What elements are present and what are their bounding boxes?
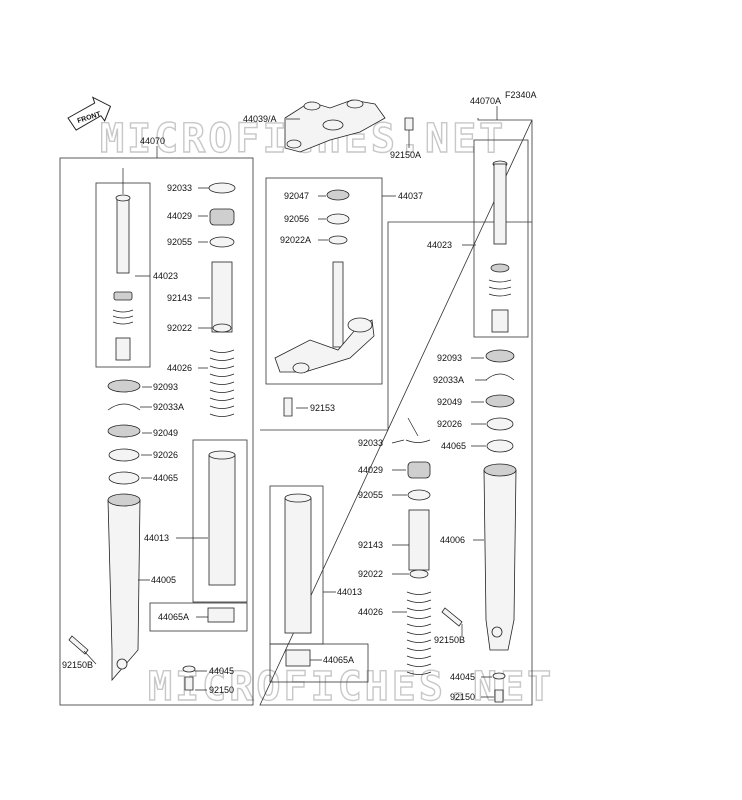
label-44065a-c: 44065A (323, 655, 354, 665)
label-92150b-l: 92150B (62, 660, 93, 670)
label-92056: 92056 (284, 214, 309, 224)
steering-stem-box (265, 177, 383, 385)
label-44045-l: 44045 (209, 666, 234, 676)
label-92049-l: 92049 (153, 428, 178, 438)
label-92150b-r: 92150B (434, 635, 465, 645)
left-fork-assembly: 44070 (59, 136, 254, 706)
label-44065a-l: 44065A (158, 612, 189, 622)
label-92026-r: 92026 (437, 419, 462, 429)
left-fork-box (59, 157, 254, 706)
diagram-id: F2340A (505, 90, 537, 100)
label-92033-l: 92033 (167, 183, 192, 193)
label-92055-l: 92055 (167, 237, 192, 247)
label-92026-l: 92026 (153, 450, 178, 460)
label-92033a-l: 92033A (153, 402, 184, 412)
label-44023-r: 44023 (427, 240, 452, 250)
right-outer-slider (483, 463, 517, 651)
label-92150a: 92150A (390, 150, 421, 160)
right-spring-icon (406, 591, 432, 675)
left-44065a-box (149, 602, 248, 632)
label-44029-l: 44029 (167, 211, 192, 221)
label-92093-l: 92093 (153, 382, 178, 392)
label-92055-c: 92055 (358, 490, 383, 500)
label-44029-c: 44029 (358, 465, 383, 475)
label-44065-r: 44065 (441, 441, 466, 451)
label-92047: 92047 (284, 191, 309, 201)
label-92150-l: 92150 (209, 685, 234, 695)
left-outer-slider (107, 493, 141, 682)
label-92033a-r: 92033A (433, 375, 464, 385)
label-92143-c: 92143 (358, 540, 383, 550)
label-44013-l: 44013 (144, 533, 169, 543)
label-92153: 92153 (310, 403, 335, 413)
label-92022-l: 92022 (167, 323, 192, 333)
label-92049-r: 92049 (437, 397, 462, 407)
bolt-92150a-icon (404, 117, 414, 131)
label-44023-l: 44023 (153, 271, 178, 281)
left-bolt-92150b-icon (68, 635, 89, 655)
label-44037: 44037 (398, 191, 423, 201)
left-inner-tube-box (192, 439, 248, 603)
label-44070a: 44070A (470, 96, 501, 106)
label-92150-r: 92150 (450, 692, 475, 702)
right-44065a-box (269, 643, 369, 683)
label-44039a: 44039/A (243, 114, 277, 124)
label-44006-r: 44006 (440, 535, 465, 545)
label-44013-c: 44013 (337, 587, 362, 597)
right-washer-44045-icon (492, 672, 506, 680)
right-bolt-92150b-icon (441, 607, 463, 627)
right-bolt-92150-icon (494, 689, 504, 703)
left-washer-44045-icon (182, 665, 196, 673)
label-44026-c: 44026 (358, 607, 383, 617)
left-spring-icon (209, 349, 235, 417)
label-92033-c: 92033 (358, 438, 383, 448)
right-fork-box (259, 118, 533, 706)
label-44026-l: 44026 (167, 363, 192, 373)
label-92093-r: 92093 (437, 353, 462, 363)
left-bolt-92150-icon (184, 676, 194, 691)
label-44065-l: 44065 (153, 473, 178, 483)
right-damper-box (473, 139, 529, 338)
bolt-92153-icon (283, 397, 293, 417)
steering-stem-assembly: 44037 92047 92056 92022A 92153 (265, 177, 423, 417)
label-92143-l: 92143 (167, 293, 192, 303)
label-44045-r: 44045 (450, 672, 475, 682)
label-92022-c: 92022 (358, 569, 383, 579)
label-44005-l: 44005 (151, 575, 176, 585)
label-92022a: 92022A (280, 235, 311, 245)
top-bracket-assembly: 44039/A 92150A (243, 99, 421, 160)
watermark-bottom: MICROFICHES.NET (148, 664, 554, 710)
label-44070: 44070 (140, 136, 165, 146)
right-fork-assembly: 44070A 44023 92093 92033A 92049 92026 44… (259, 96, 533, 706)
